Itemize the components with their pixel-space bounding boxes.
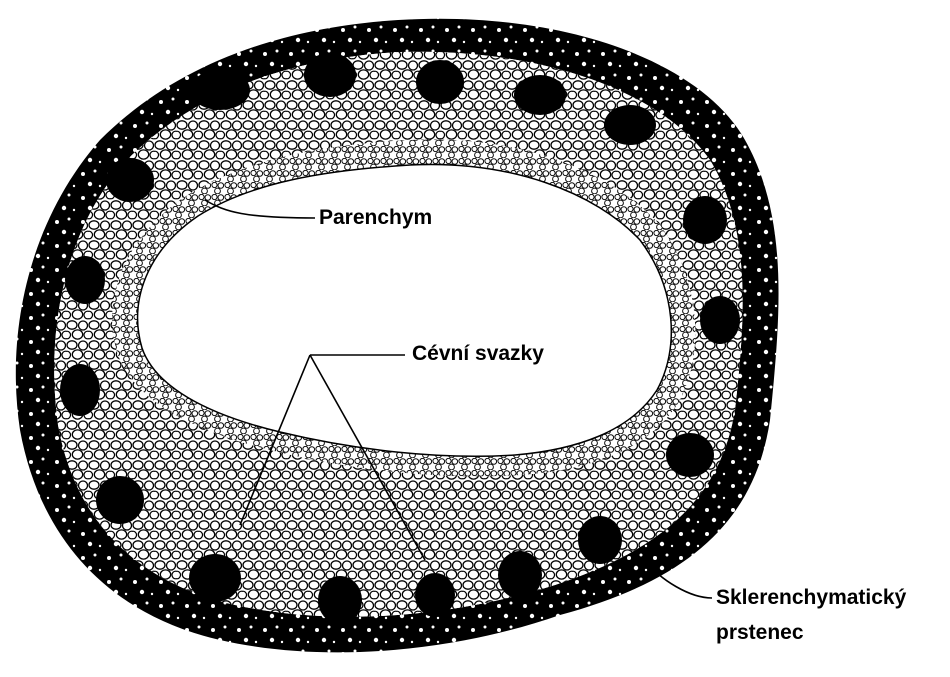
vascular-bundle — [65, 256, 105, 304]
vascular-bundle — [416, 60, 464, 104]
vascular-bundle — [498, 551, 542, 599]
vascular-bundle — [514, 75, 566, 115]
label-parenchym: Parenchym — [319, 205, 432, 231]
label-cevni-svazky: Cévní svazky — [412, 341, 544, 367]
vascular-bundle — [604, 105, 656, 145]
vascular-bundle — [190, 70, 250, 110]
vascular-bundle — [318, 576, 362, 624]
vascular-bundle — [304, 53, 356, 97]
vascular-bundle — [106, 158, 154, 202]
vascular-bundle — [96, 476, 144, 524]
vascular-bundle — [578, 516, 622, 564]
vascular-bundle — [666, 433, 714, 477]
vascular-bundle — [415, 573, 455, 617]
vascular-bundle — [683, 196, 727, 244]
label-sklerenchym-line2: prstenec — [716, 620, 804, 646]
vascular-bundle — [189, 554, 241, 602]
vascular-bundle — [60, 364, 100, 416]
vascular-bundle — [700, 296, 740, 344]
label-sklerenchym-line1: Sklerenchymatický — [716, 585, 906, 611]
